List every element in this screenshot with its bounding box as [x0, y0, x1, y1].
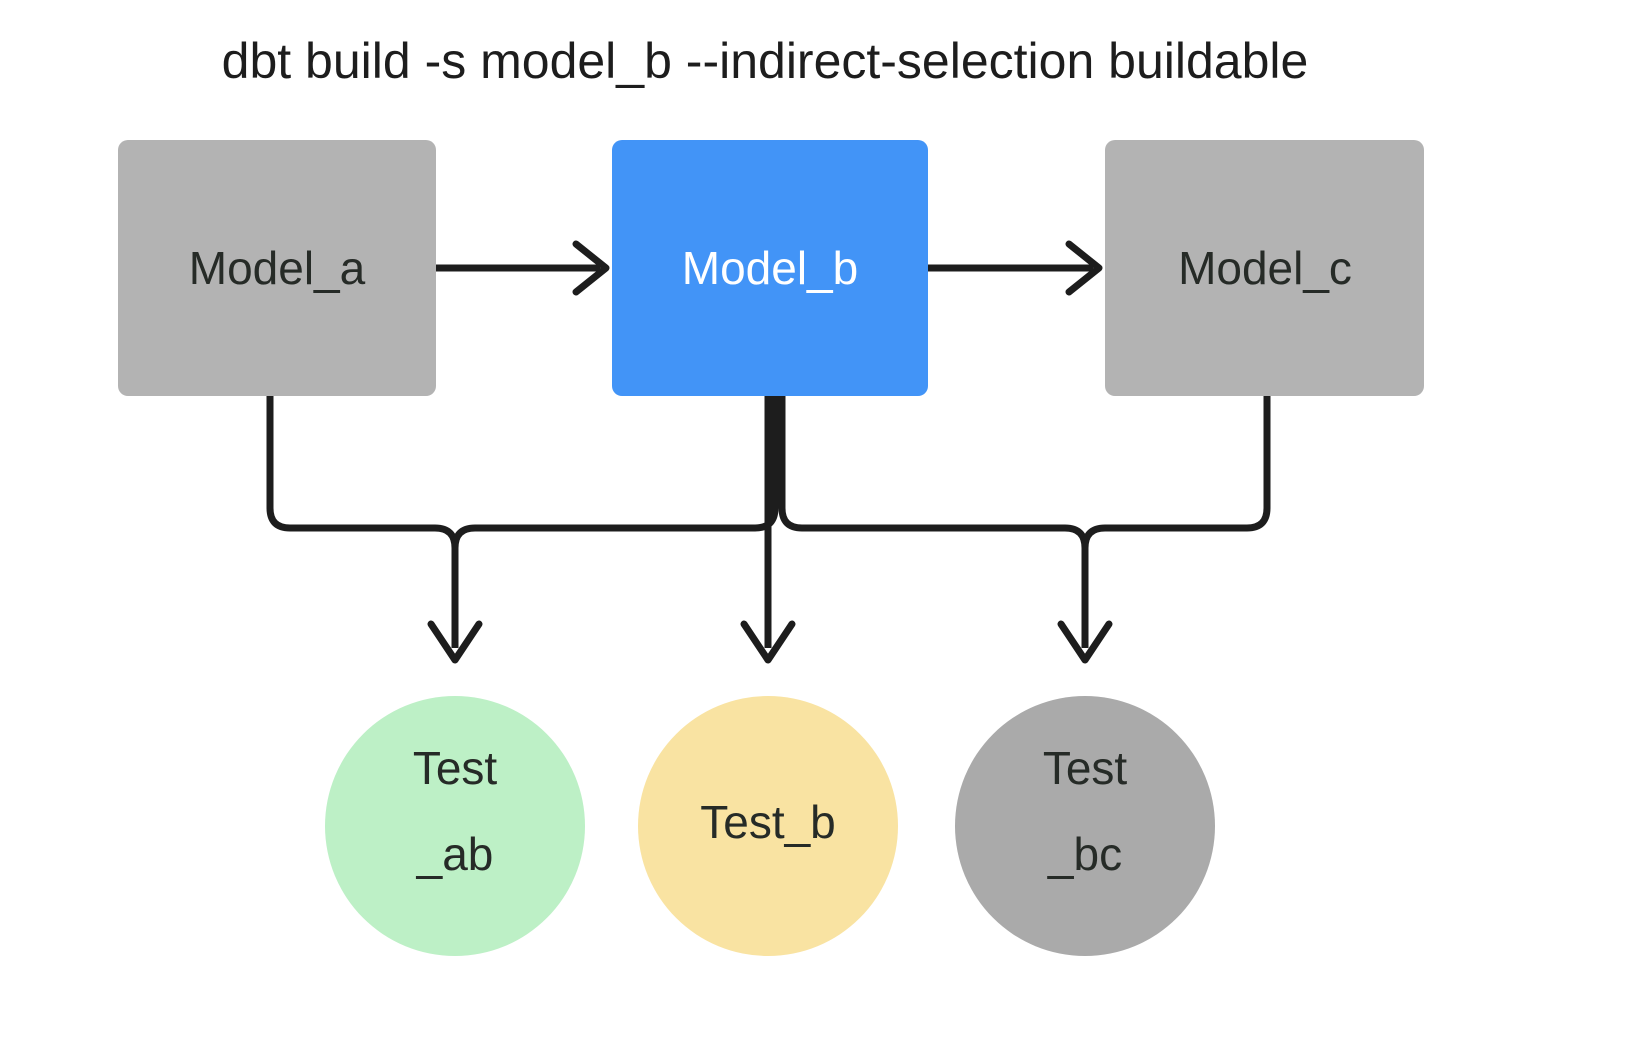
node-test-b-shape[interactable]: [638, 696, 898, 956]
test-node-layer: Test _ab Test_b Test _bc: [325, 696, 1215, 956]
node-model-a[interactable]: Model_a: [118, 140, 436, 396]
node-test-ab-label-line1: Test: [413, 742, 498, 794]
model-node-layer: Model_a Model_b Model_c: [118, 140, 1424, 396]
node-test-bc[interactable]: Test _bc: [955, 696, 1215, 956]
edge-model-c-to-test-bc: [1081, 396, 1271, 549]
node-model-a-shape[interactable]: [118, 140, 436, 396]
node-model-b-shape[interactable]: [612, 140, 928, 396]
edge-model-b-to-test-b: [740, 396, 796, 664]
node-model-a-label: Model_a: [189, 242, 366, 294]
node-test-ab[interactable]: Test _ab: [325, 696, 585, 956]
node-model-b[interactable]: Model_b: [612, 140, 928, 396]
edge-model-b-to-model-c: [928, 240, 1103, 296]
edge-model-a-to-test-ab: [266, 396, 483, 664]
node-test-bc-shape[interactable]: [955, 696, 1215, 956]
node-test-ab-label-line2: _ab: [416, 828, 494, 880]
edge-model-b-to-test-bc: [778, 396, 1113, 664]
node-model-c-label: Model_c: [1178, 242, 1352, 294]
node-model-b-label: Model_b: [682, 242, 858, 294]
node-test-ab-shape[interactable]: [325, 696, 585, 956]
node-test-b[interactable]: Test_b: [638, 696, 898, 956]
node-model-c[interactable]: Model_c: [1105, 140, 1424, 396]
edge-model-b-to-test-ab: [451, 396, 779, 549]
node-test-b-label-line1: Test_b: [700, 796, 836, 848]
node-test-bc-label-line1: Test: [1043, 742, 1128, 794]
edge-model-a-to-model-b: [436, 240, 610, 296]
node-model-c-shape[interactable]: [1105, 140, 1424, 396]
diagram-title: dbt build -s model_b --indirect-selectio…: [222, 33, 1309, 89]
node-test-bc-label-line2: _bc: [1047, 828, 1122, 880]
edge-layer: [266, 240, 1271, 664]
